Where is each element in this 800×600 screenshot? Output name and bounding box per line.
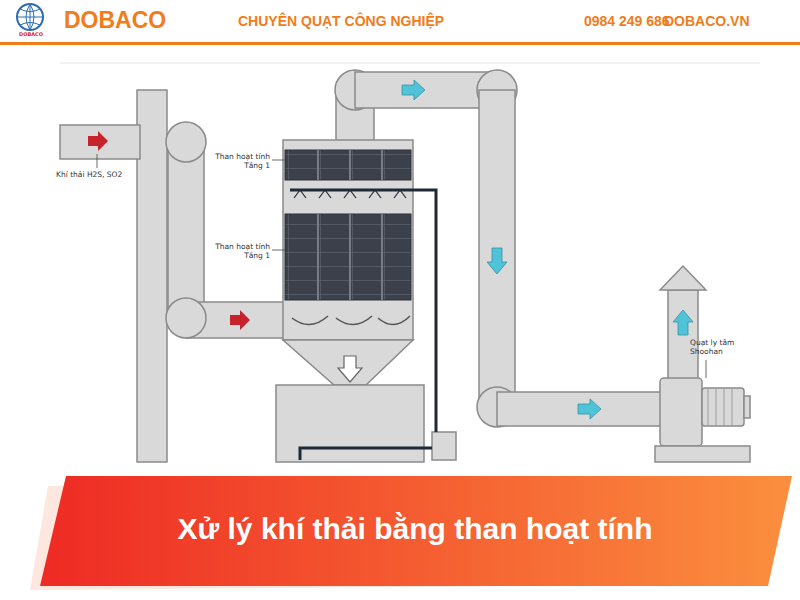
carbon-layer-label: Than hoạt tính Tầng 1 xyxy=(202,152,270,170)
slogan: CHUYÊN QUẠT CÔNG NGHIỆP xyxy=(238,13,498,30)
brand-name: DOBACO xyxy=(64,7,204,35)
carbon-layer-label: Than hoạt tính Tầng 1 xyxy=(202,242,270,260)
fan-label: Quạt ly tâm Shoohan xyxy=(690,338,752,356)
logo-text: DOBACO xyxy=(11,31,51,37)
website: DOBACO.VN xyxy=(664,13,784,30)
banner-title: Xử lý khí thải bằng than hoạt tính xyxy=(60,511,770,547)
inlet-label: Khí thải H2S, SO2 xyxy=(56,170,166,179)
